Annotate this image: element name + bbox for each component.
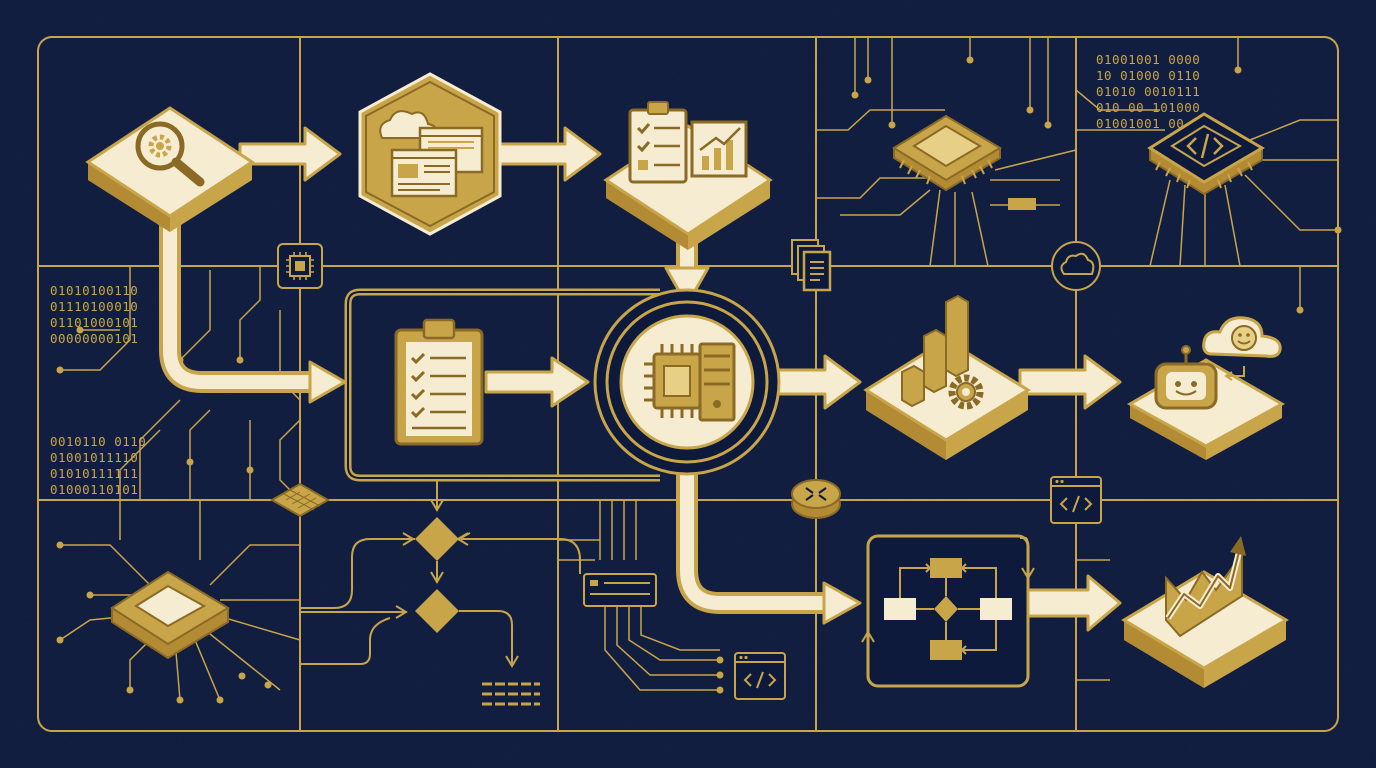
arrow-workflow-growth bbox=[1022, 574, 1122, 632]
chip-top-right bbox=[1147, 112, 1265, 196]
bar-chart-gear-icon bbox=[901, 294, 984, 410]
node-analyze[interactable] bbox=[85, 106, 255, 232]
arrow-down-left-head bbox=[308, 360, 347, 404]
circuit-nodes bbox=[56, 56, 1342, 704]
browser-windows-cloud-icon bbox=[379, 110, 484, 198]
node-web[interactable] bbox=[358, 72, 502, 236]
magnifier-gear-icon bbox=[135, 121, 205, 187]
chip-grid-icon bbox=[269, 482, 331, 518]
trend-up-icon bbox=[1165, 536, 1246, 638]
arrow-analytics-assistant bbox=[1018, 354, 1122, 410]
svg-text:01110100010: 01110100010 bbox=[50, 299, 138, 314]
decision-diamond-1 bbox=[415, 517, 459, 561]
clipboard-checklist-icon bbox=[394, 318, 484, 446]
svg-text:01001001 0000: 01001001 0000 bbox=[1096, 52, 1200, 67]
node-tasks[interactable] bbox=[394, 318, 484, 446]
arrow-plan-core-head bbox=[664, 266, 710, 307]
svg-text:01010111111: 01010111111 bbox=[50, 466, 138, 481]
node-growth[interactable] bbox=[1121, 536, 1289, 688]
robot-cloud-icon bbox=[1154, 316, 1282, 410]
svg-text:01001001 00: 01001001 00 bbox=[1096, 116, 1184, 131]
checklist-chart-icon bbox=[628, 101, 748, 184]
processor-server-icon bbox=[644, 342, 736, 422]
code-icon bbox=[1050, 476, 1102, 524]
process-container bbox=[344, 288, 660, 482]
node-plan[interactable] bbox=[603, 101, 773, 250]
binary-left-bottom: 0010110 0110 01001011110 01010111111 010… bbox=[50, 434, 146, 497]
text-lines-icon bbox=[482, 682, 540, 706]
svg-text:01000110101: 01000110101 bbox=[50, 482, 138, 497]
binary-left-top: 01010100110 01110100010 01101000101 0000… bbox=[50, 283, 138, 346]
router-icon bbox=[791, 479, 841, 519]
decision-diamond-2 bbox=[415, 589, 459, 633]
node-assistant[interactable] bbox=[1126, 316, 1286, 460]
node-analytics[interactable] bbox=[863, 294, 1031, 460]
flowchart-icon bbox=[884, 558, 1012, 660]
memory-module-icon bbox=[583, 573, 657, 607]
binary-top-right: 01001001 0000 10 01000 0110 01010 001011… bbox=[1096, 52, 1200, 131]
circuit-traces bbox=[59, 37, 1338, 701]
svg-text:01001011110: 01001011110 bbox=[50, 450, 138, 465]
svg-text:01010 0010111: 01010 0010111 bbox=[1096, 84, 1200, 99]
svg-text:01101000101: 01101000101 bbox=[50, 315, 138, 330]
chip-top-center bbox=[892, 114, 1002, 192]
cloud-icon bbox=[1051, 241, 1101, 291]
node-core[interactable] bbox=[593, 288, 781, 476]
svg-text:01010100110: 01010100110 bbox=[50, 283, 138, 298]
documents-icon bbox=[791, 239, 832, 292]
svg-text:00000000101: 00000000101 bbox=[50, 331, 138, 346]
chip-bottom-left bbox=[110, 570, 230, 660]
code-icon-bottom bbox=[734, 652, 786, 700]
svg-text:010 00 101000: 010 00 101000 bbox=[1096, 100, 1200, 115]
svg-text:0010110 0110: 0010110 0110 bbox=[50, 434, 146, 449]
arrow-down-right-head bbox=[822, 581, 862, 625]
resistor bbox=[1008, 198, 1036, 210]
chip-icon bbox=[277, 243, 323, 289]
arrow-web-plan bbox=[498, 126, 602, 182]
node-workflow[interactable] bbox=[861, 534, 1035, 688]
arrow-tasks-core bbox=[484, 356, 590, 408]
svg-text:10 01000 0110: 10 01000 0110 bbox=[1096, 68, 1200, 83]
decision-flow bbox=[300, 480, 581, 668]
